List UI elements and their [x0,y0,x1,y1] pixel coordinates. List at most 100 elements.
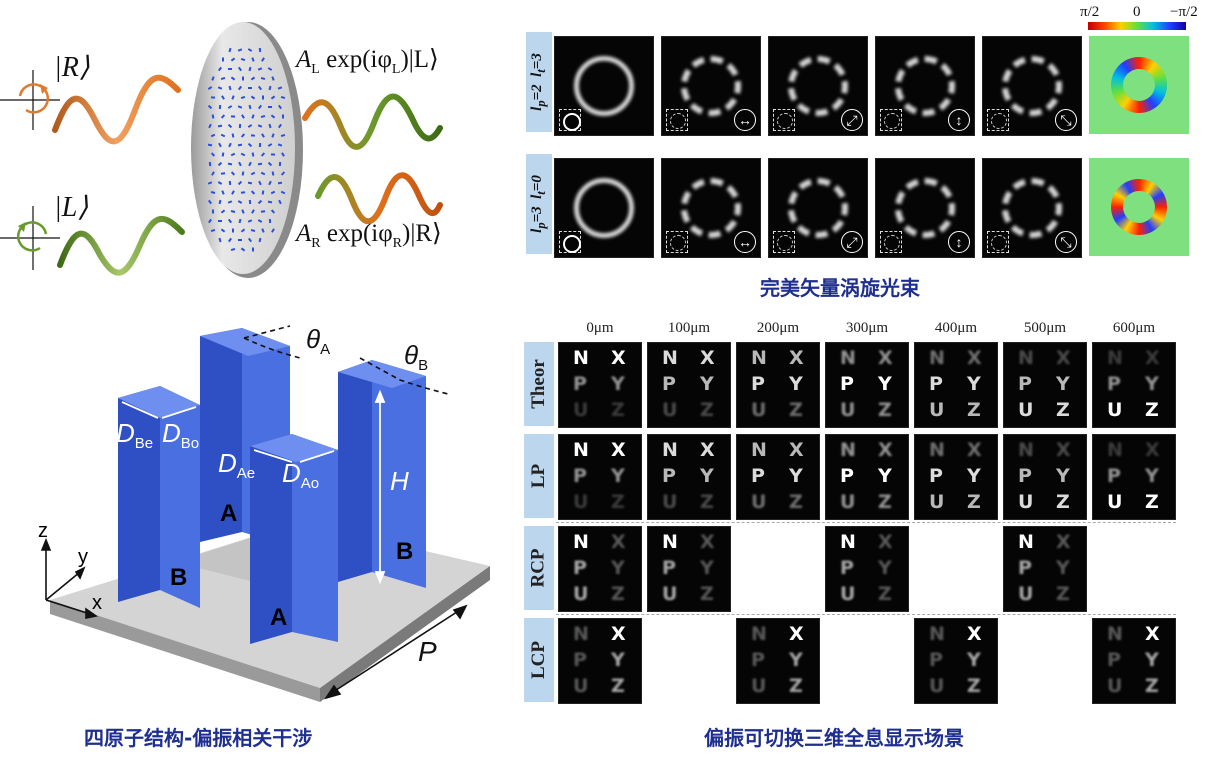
lcp-output-wave [302,93,443,150]
nanopillar-dot [230,115,236,118]
hologram-letter: U [840,399,856,421]
nanopillar-dot [207,181,213,185]
nanopillar-dot [217,181,223,185]
hologram-letter: U [929,399,945,421]
axis-x-label: x [92,592,102,614]
nanopillar-dot [251,247,255,252]
nanopillar-dot [250,76,256,81]
hologram-letter: P [662,373,676,395]
vortex-intensity-image [554,158,654,258]
hologram-letter: U [929,675,945,697]
hologram-letter: P [751,373,765,395]
colorbar-label-right: −π/2 [1170,4,1198,20]
nanopillar-dot [220,172,226,175]
d-ao-label: DAo [282,458,320,493]
vortex-intensity-image: ↕ [875,36,975,136]
nanopillar-dot [238,123,242,129]
hologram-letter: N [1107,623,1123,645]
hologram-letter: P [573,373,587,395]
nanopillar-dot [211,209,215,214]
nanopillar-dot [242,76,244,81]
nanopillar-dot [260,114,266,119]
hologram-letter: U [573,399,589,421]
hologram-letter: Z [967,491,981,513]
nanopillar-dot [248,66,252,72]
nanopillar-dot [237,238,243,242]
nanopillar-dot [250,229,256,232]
h-label: H [390,466,409,496]
hologram-letter: N [1018,439,1034,461]
hologram-letter: U [1018,491,1034,513]
hologram-caption: 偏振可切换三维全息显示场景 [704,726,964,750]
hologram-letter: X [878,531,893,553]
nanopillar-dot [217,161,223,167]
hologram-letter: U [1018,399,1034,421]
nanopillar-dot [261,228,265,233]
nanopillar-dot [271,228,275,233]
rcp-output-wave [315,172,443,225]
hologram-letter: Y [789,649,803,671]
hologram-letter: U [1107,399,1123,421]
nanopillar-dot [277,143,283,147]
nanopillar-dot [248,87,252,89]
hologram-letter: N [929,623,945,645]
d-bo-label: DBo [162,418,200,453]
nanopillar-dot [227,218,233,224]
hologram-letter: X [789,347,804,369]
hologram-letter: Y [611,557,625,579]
nanopillar-dot [250,134,256,137]
nanopillar-dot [208,123,212,129]
nanopillar-dot [280,133,286,138]
nanopillar-dot [227,123,233,129]
pillar-b-left-label: B [170,564,188,591]
hologram-letter: P [662,465,676,487]
vortex-row-1-label: lp=2 lt=3 [526,32,552,132]
hologram-letter: U [1107,675,1123,697]
nanopillar-dot [211,171,215,176]
hologram-letter: Y [878,373,892,395]
hologram-letter: U [929,491,945,513]
holo-column-label: 300μm [845,320,889,336]
theta-b-label: θB [404,340,429,375]
hologram-letter: N [1018,347,1034,369]
hologram-letter: P [573,557,587,579]
nanopillar-dot [207,199,213,205]
pillar-a-front-label: A [270,604,288,631]
nanopillar-dot [251,209,255,214]
vortex-intensity-image: ⤢ [768,158,868,258]
hologram-letter: N [573,623,589,645]
nanopillar-dot [237,105,243,109]
nanopillar-dot [231,228,235,233]
vortex-ring [788,56,848,116]
nanopillar-dot [231,190,235,195]
nanopillar-dot [280,190,286,195]
nanopillar-dot [230,210,236,213]
nanopillar-dot [240,95,246,100]
polarizer-inset [559,109,581,131]
nanopillar-dot [238,218,242,224]
hologram-letter: N [840,439,856,461]
hologram-letter: P [1107,649,1121,671]
metasurface-illustration: |R⟩ |L⟩ AL exp(iφL)|L⟩ AR exp(iφR)|R⟩ [0,0,500,300]
hologram-letter: P [1018,557,1032,579]
hologram-letter: Z [1056,583,1070,605]
hologram-letter: U [1107,491,1123,513]
nanopillar-dot [257,199,263,205]
hologram-letter: P [1107,465,1121,487]
nanopillar-dot [262,95,264,100]
vortex-ring [788,178,848,238]
hologram-letter: N [662,439,678,461]
nanopillar-dot [227,162,233,166]
hologram-letter: N [929,439,945,461]
nanopillar-dot [220,228,226,233]
hologram-letter: X [789,439,804,461]
nanopillar-dot [280,95,286,100]
hologram-letter: Y [1145,465,1159,487]
nanopillar-dot [230,57,236,62]
nanopillar-dot [247,124,253,128]
vortex-ring [1002,56,1062,116]
